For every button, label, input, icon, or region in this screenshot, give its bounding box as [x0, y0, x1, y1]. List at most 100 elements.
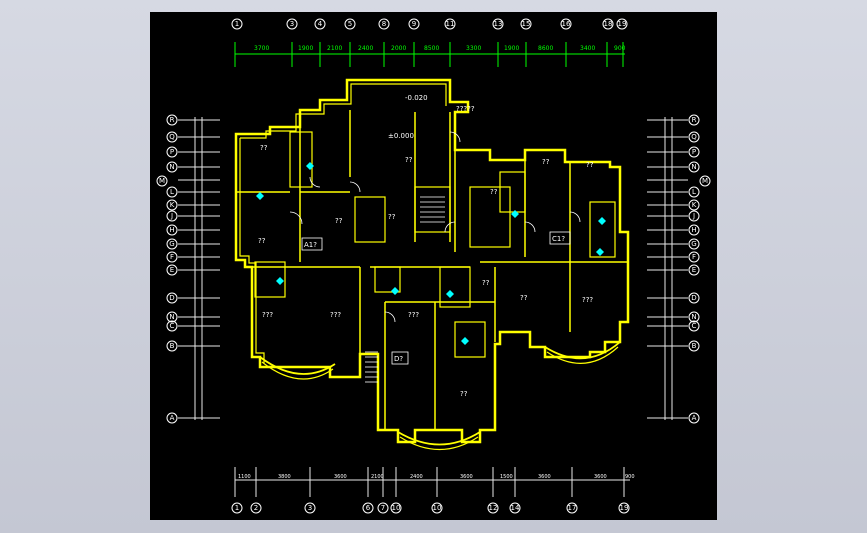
svg-text:17: 17 [568, 504, 577, 512]
svg-text:F: F [692, 253, 696, 261]
svg-text:3600: 3600 [538, 474, 551, 480]
svg-text:1: 1 [235, 20, 239, 28]
svg-text:??: ?? [405, 156, 413, 164]
svg-text:A: A [692, 414, 697, 422]
svg-text:2100: 2100 [371, 474, 384, 480]
svg-text:K: K [170, 201, 175, 209]
left-dimension-column [178, 117, 220, 420]
svg-text:1100: 1100 [238, 474, 251, 480]
svg-text:???: ??? [262, 311, 273, 319]
svg-text:7: 7 [381, 504, 385, 512]
svg-text:K: K [692, 201, 697, 209]
svg-text:R: R [692, 116, 697, 124]
svg-text:M: M [702, 177, 708, 185]
svg-text:??: ?? [460, 390, 468, 398]
top-dim-11: 900 [614, 45, 626, 52]
svg-text:B: B [692, 342, 697, 350]
top-dimension-line [234, 42, 625, 67]
svg-text:8: 8 [382, 20, 386, 28]
svg-text:15: 15 [522, 20, 531, 28]
svg-text:E: E [692, 266, 696, 274]
svg-text:??: ?? [388, 213, 396, 221]
svg-text:1500: 1500 [500, 474, 513, 480]
svg-text:C: C [692, 322, 697, 330]
svg-text:???: ??? [582, 296, 593, 304]
top-axis-bubbles: 1 3 4 5 8 9 11 13 15 16 18 19 [231, 18, 628, 30]
svg-text:N: N [691, 163, 696, 171]
svg-text:16: 16 [562, 20, 571, 28]
svg-text:3600: 3600 [334, 474, 347, 480]
svg-text:±0.000: ±0.000 [388, 132, 414, 140]
svg-text:3800: 3800 [278, 474, 291, 480]
svg-text:G: G [169, 240, 174, 248]
svg-text:6: 6 [366, 504, 371, 512]
svg-text:B: B [170, 342, 175, 350]
svg-text:10: 10 [392, 504, 401, 512]
top-dimension-texts: 3700 1900 2100 2400 2000 8500 3300 1900 … [254, 45, 626, 52]
svg-text:10: 10 [433, 504, 442, 512]
svg-text:N: N [169, 313, 174, 321]
svg-text:2400: 2400 [410, 474, 423, 480]
svg-text:19: 19 [618, 20, 627, 28]
building-walls [234, 78, 630, 451]
unit-labels: A1? C1? D? [301, 231, 571, 365]
svg-text:D: D [169, 294, 174, 302]
bottom-axis-bubbles: 1 2 3 6 7 10 10 12 14 17 19 [231, 502, 630, 514]
right-axis-bubbles: R Q P N M L K J H G F E D N C B A [688, 114, 711, 424]
top-dim-5: 2000 [391, 45, 406, 52]
svg-text:N: N [169, 163, 174, 171]
top-dim-4: 2400 [358, 45, 373, 52]
svg-text:J: J [170, 212, 173, 220]
svg-text:N: N [691, 313, 696, 321]
svg-text:Q: Q [691, 133, 697, 141]
svg-text:?????: ????? [456, 105, 475, 113]
svg-text:12: 12 [489, 504, 498, 512]
unit-label-c1: C1? [552, 235, 565, 243]
svg-text:4: 4 [318, 20, 323, 28]
svg-text:3600: 3600 [594, 474, 607, 480]
svg-text:??: ?? [542, 158, 550, 166]
room-labels: ?? ?? ?? ?? ?? ?? ?? ?? ??? ??? ??? ??? … [258, 144, 594, 398]
top-dim-1: 3700 [254, 45, 269, 52]
svg-text:R: R [170, 116, 175, 124]
top-dim-3: 2100 [327, 45, 342, 52]
svg-text:L: L [170, 188, 174, 196]
svg-text:H: H [169, 226, 174, 234]
top-dim-2: 1900 [298, 45, 313, 52]
top-dim-9: 8600 [538, 45, 553, 52]
bottom-dimension-line [234, 467, 630, 497]
svg-text:14: 14 [511, 504, 520, 512]
svg-text:5: 5 [348, 20, 352, 28]
svg-text:F: F [170, 253, 174, 261]
svg-text:3600: 3600 [460, 474, 473, 480]
svg-text:??: ?? [260, 144, 268, 152]
svg-text:G: G [691, 240, 696, 248]
elevation-labels: -0.020 ±0.000 ????? [388, 94, 475, 140]
left-axis-bubbles: R Q P N M L K J H G F E D N C B A [156, 114, 178, 424]
svg-text:3: 3 [308, 504, 312, 512]
svg-text:P: P [170, 148, 174, 156]
unit-label-d: D? [394, 355, 403, 363]
svg-text:3: 3 [290, 20, 294, 28]
top-dim-6: 8500 [424, 45, 439, 52]
svg-text:H: H [691, 226, 696, 234]
svg-text:19: 19 [620, 504, 629, 512]
svg-text:L: L [692, 188, 696, 196]
svg-text:??: ?? [520, 294, 528, 302]
svg-text:??: ?? [586, 161, 594, 169]
svg-text:???: ??? [330, 311, 341, 319]
cad-drawing-canvas[interactable]: 3700 1900 2100 2400 2000 8500 3300 1900 … [150, 12, 717, 520]
svg-text:M: M [159, 177, 165, 185]
svg-text:2: 2 [254, 504, 258, 512]
svg-text:P: P [692, 148, 696, 156]
svg-text:-0.020: -0.020 [405, 94, 428, 102]
svg-text:??: ?? [490, 188, 498, 196]
right-dimension-column [647, 117, 688, 420]
top-dim-10: 3400 [580, 45, 595, 52]
svg-text:??: ?? [482, 279, 490, 287]
svg-text:9: 9 [412, 20, 416, 28]
svg-text:??: ?? [335, 217, 343, 225]
svg-text:900: 900 [625, 474, 635, 480]
svg-text:E: E [170, 266, 174, 274]
top-dim-8: 1900 [504, 45, 519, 52]
